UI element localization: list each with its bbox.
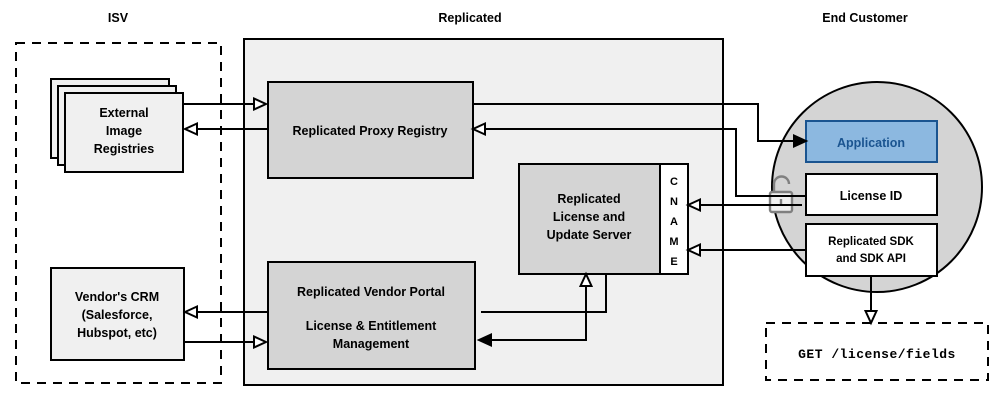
connector-registries-to-proxy xyxy=(183,96,269,112)
sdk-line-1: Replicated SDK xyxy=(828,236,914,248)
isv-boundary xyxy=(15,42,222,384)
vendor-portal-line-3: Management xyxy=(333,337,410,351)
crm-box xyxy=(50,267,185,361)
cname-letter-3: M xyxy=(669,236,678,248)
connector-portal-to-crm xyxy=(182,304,268,320)
license-server-line-2: License and xyxy=(553,210,625,224)
header-replicated: Replicated xyxy=(438,11,501,25)
external-image-registries[interactable]: External Image Registries xyxy=(50,78,184,173)
license-id-box xyxy=(805,173,938,216)
registries-line-3: Registries xyxy=(94,142,154,156)
license-server-box xyxy=(518,163,661,275)
replicated-sdk-node[interactable]: Replicated SDK and SDK API xyxy=(805,223,938,277)
license-server-line-3: Update Server xyxy=(547,228,632,242)
replicated-vendor-portal[interactable]: Replicated Vendor Portal License & Entit… xyxy=(267,261,476,370)
cname-letter-4: E xyxy=(670,256,677,268)
connector-license-server-to-portal xyxy=(481,274,607,313)
license-id-label: License ID xyxy=(840,189,903,203)
cname-strip: C N A M E xyxy=(659,163,689,275)
registries-line-1: External xyxy=(99,106,148,120)
sdk-line-2: and SDK API xyxy=(836,253,906,265)
connector-licenseid-to-cname xyxy=(685,197,802,213)
vendor-portal-box xyxy=(267,261,476,370)
api-call-node: GET /license/fields xyxy=(765,322,989,381)
connector-portal-to-license-server xyxy=(476,271,594,348)
crm-line-2: (Salesforce, xyxy=(82,308,153,322)
connector-sdk-to-api-call xyxy=(863,276,879,326)
replicated-license-update-server[interactable]: Replicated License and Update Server xyxy=(518,163,661,275)
crm-line-3: Hubspot, etc) xyxy=(77,326,157,340)
vendors-crm[interactable]: Vendor's CRM (Salesforce, Hubspot, etc) xyxy=(50,267,185,361)
registry-stack-front xyxy=(64,92,184,173)
vendor-portal-line-2: License & Entitlement xyxy=(306,319,437,333)
application-label: Application xyxy=(837,136,905,150)
proxy-registry-label: Replicated Proxy Registry xyxy=(293,124,448,138)
connector-proxy-to-registries xyxy=(182,121,268,137)
header-end-customer: End Customer xyxy=(822,11,908,25)
connector-proxy-to-application xyxy=(473,103,809,149)
connector-crm-to-portal xyxy=(184,334,269,350)
vendor-portal-line-1: Replicated Vendor Portal xyxy=(297,285,445,299)
connector-sdk-to-cname xyxy=(685,242,806,258)
license-id-node[interactable]: License ID xyxy=(805,173,938,216)
sdk-box xyxy=(805,223,938,277)
license-server-line-1: Replicated xyxy=(557,192,620,206)
cname-letter-2: A xyxy=(670,216,678,228)
header-isv: ISV xyxy=(108,11,129,25)
crm-line-1: Vendor's CRM xyxy=(75,290,159,304)
cname-box xyxy=(659,163,689,275)
connector-customer-to-proxy xyxy=(470,121,806,197)
cname-letter-1: N xyxy=(670,196,678,208)
registries-line-2: Image xyxy=(106,124,142,138)
replicated-proxy-registry[interactable]: Replicated Proxy Registry xyxy=(267,81,474,179)
cname-letter-0: C xyxy=(670,176,678,188)
application-node[interactable]: Application xyxy=(805,120,938,163)
api-call-label: GET /license/fields xyxy=(798,347,956,362)
api-call-box xyxy=(765,322,989,381)
